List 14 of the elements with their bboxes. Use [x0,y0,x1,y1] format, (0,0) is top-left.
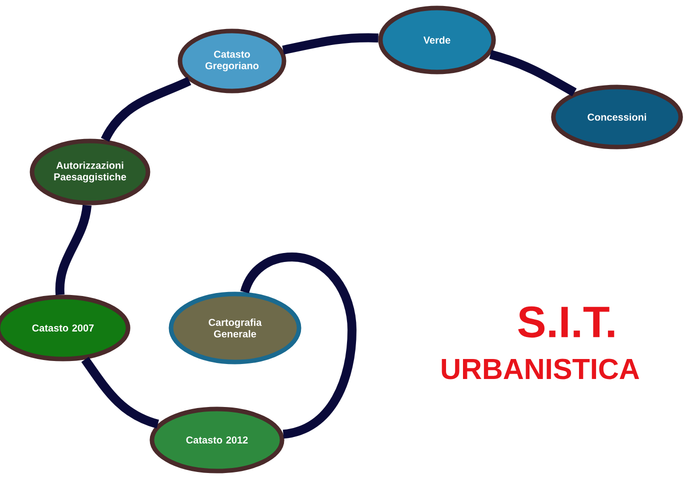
oval-button: Catasto 2007 [0,294,130,362]
oval-button: Concessioni [551,84,683,150]
spiral-line [101,76,192,142]
title-text: S.I.T. [518,306,614,338]
spiral-line [489,50,577,96]
subtitle-text: URBANISTICA [442,358,640,380]
spiral-line [55,204,92,295]
spiral-line [282,33,378,55]
oval-button: Verde [378,6,496,74]
oval-button: Cartografia Generale [168,292,302,364]
oval-button: Catasto Gregoriano [178,28,286,94]
spiral-line [81,356,160,428]
oval-button: Catasto 2012 [150,406,284,474]
oval-button: Autorizzazioni Paesaggistiche [30,138,150,206]
